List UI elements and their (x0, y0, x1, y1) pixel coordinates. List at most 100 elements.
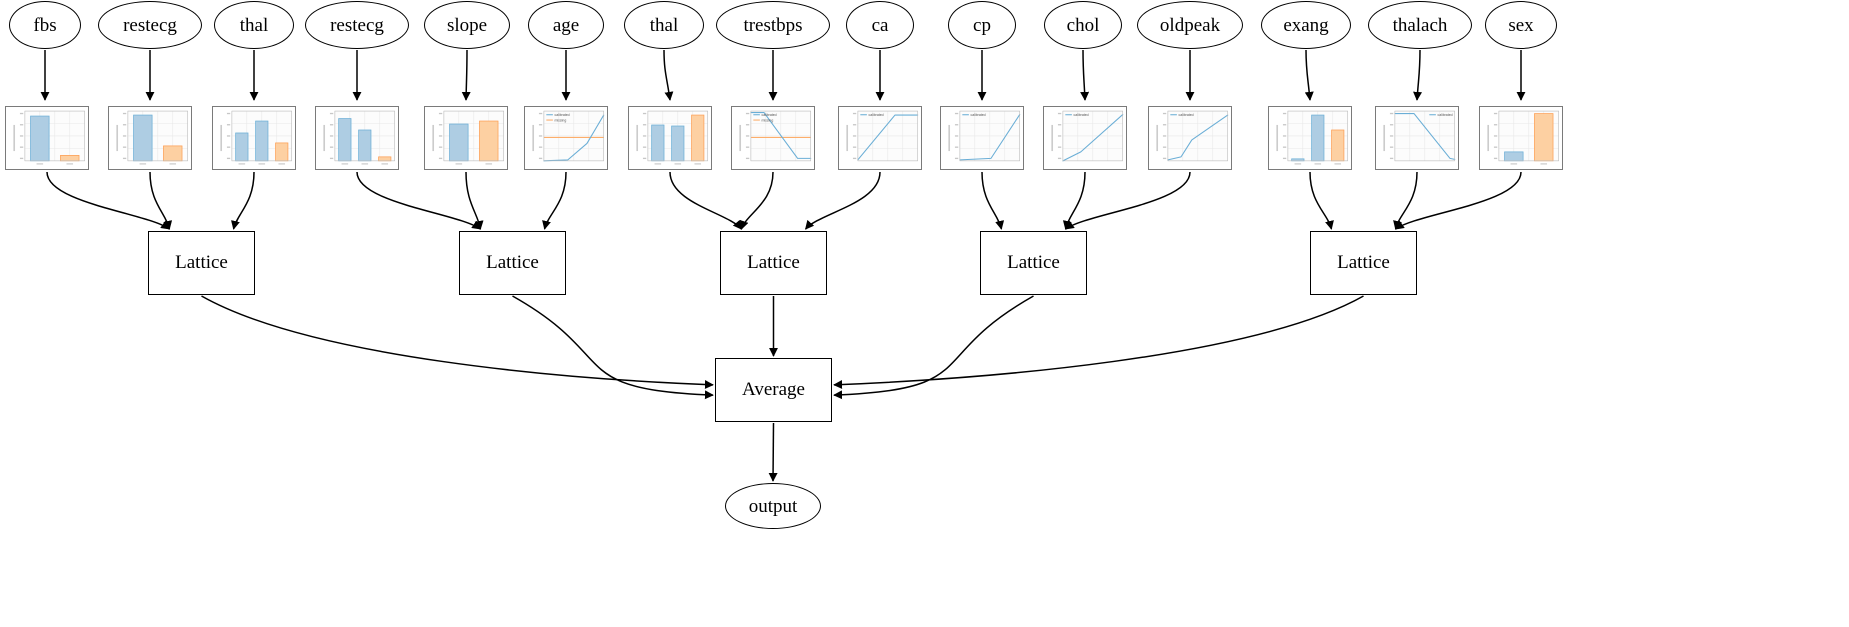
bar (1331, 129, 1345, 162)
lattice-node-0[interactable]: Lattice (148, 231, 255, 295)
lattice-node-label: Lattice (175, 252, 228, 273)
feature-node-restecg[interactable]: restecg (98, 1, 202, 49)
calibrated-line (857, 114, 919, 161)
edge-feature-to-calibrator-12 (1304, 49, 1314, 101)
lattice-node-2[interactable]: Lattice (720, 231, 827, 295)
calibrated-line (543, 114, 605, 162)
feature-node-age[interactable]: age (528, 1, 604, 49)
calibrator-plot-canvas (323, 110, 396, 165)
feature-node-label: ca (871, 14, 889, 36)
edge-calibrator-to-lattice-7 (739, 171, 774, 230)
output-node[interactable]: output (725, 483, 821, 529)
feature-node-ca[interactable]: ca (846, 1, 914, 49)
bar (1534, 113, 1554, 162)
edge-lattice-to-average-1 (512, 295, 714, 400)
feature-node-thal[interactable]: thal (624, 1, 704, 49)
calibrator-plot-canvas: calibrated (846, 110, 919, 162)
bar (163, 145, 183, 162)
calibrated-line (959, 114, 1021, 161)
calibrator-plot-exang-12 (1268, 106, 1352, 170)
edge-calibrator-to-lattice-6 (669, 171, 742, 230)
edge-calibrator-to-lattice-9 (981, 171, 1005, 230)
bar (449, 123, 469, 162)
edge-feature-to-calibrator-4 (461, 49, 471, 101)
calibrator-plot-canvas (1487, 110, 1560, 165)
calibrator-plot-canvas (636, 110, 709, 165)
feature-node-exang[interactable]: exang (1261, 1, 1351, 49)
calibrator-plot-canvas (13, 110, 86, 165)
legend-label: calibrated (1438, 113, 1453, 117)
legend-label: calibrated (869, 113, 884, 117)
feature-node-label: sex (1508, 14, 1534, 36)
feature-node-oldpeak[interactable]: oldpeak (1137, 1, 1243, 49)
edge-calibrator-to-lattice-8 (805, 171, 881, 230)
legend-label: calibrated (762, 113, 777, 117)
lattice-node-3[interactable]: Lattice (980, 231, 1087, 295)
feature-node-label: chol (1066, 14, 1100, 36)
bar (1291, 158, 1305, 162)
edge-feature-to-calibrator-10 (1080, 49, 1090, 101)
feature-node-trestbps[interactable]: trestbps (716, 1, 830, 49)
lattice-node-label: Lattice (486, 252, 539, 273)
edge-calibrator-to-lattice-3 (356, 171, 482, 230)
legend-label: calibrated (555, 113, 570, 117)
feature-node-thal[interactable]: thal (214, 1, 294, 49)
calibrator-plot-fbs-0 (5, 106, 89, 170)
feature-node-restecg[interactable]: restecg (305, 1, 409, 49)
bar (60, 155, 80, 162)
calibrator-plot-thal-2 (212, 106, 296, 170)
legend-label: missing (555, 118, 567, 122)
feature-node-cp[interactable]: cp (948, 1, 1016, 49)
feature-node-fbs[interactable]: fbs (9, 1, 81, 49)
edge-feature-to-calibrator-6 (663, 49, 674, 101)
edge-lattice-to-average-3 (833, 295, 1034, 400)
feature-node-label: slope (446, 14, 488, 36)
bar (358, 129, 372, 162)
bar (651, 124, 665, 162)
edge-calibrator-to-lattice-11 (1064, 171, 1191, 230)
edge-lattice-to-average-4 (833, 295, 1364, 390)
calibrator-plot-canvas: calibrated (1051, 110, 1124, 162)
calibrator-plot-canvas: calibrated (948, 110, 1021, 162)
edge-lattice-to-average-0 (201, 295, 714, 390)
calibrator-plot-restecg-3 (315, 106, 399, 170)
lattice-node-1[interactable]: Lattice (459, 231, 566, 295)
feature-node-chol[interactable]: chol (1044, 1, 1122, 49)
lattice-node-4[interactable]: Lattice (1310, 231, 1417, 295)
legend-label: calibrated (1179, 113, 1194, 117)
bar (255, 120, 269, 162)
lattice-node-label: Lattice (1337, 252, 1390, 273)
lattice-node-label: Lattice (1007, 252, 1060, 273)
edge-calibrator-to-lattice-12 (1309, 171, 1334, 230)
calibrated-line (1167, 114, 1229, 161)
feature-node-label: restecg (330, 14, 384, 36)
bar (1504, 151, 1524, 162)
edge-calibrator-to-lattice-13 (1393, 171, 1418, 230)
average-node[interactable]: Average (715, 358, 832, 422)
feature-node-label: fbs (33, 14, 57, 36)
edge-calibrator-to-lattice-2 (231, 171, 255, 230)
legend-label: calibrated (1074, 113, 1089, 117)
average-node-label: Average (742, 379, 805, 400)
bar (691, 114, 705, 162)
feature-node-label: exang (1283, 14, 1329, 36)
feature-node-sex[interactable]: sex (1485, 1, 1557, 49)
calibrator-plot-slope-4 (424, 106, 508, 170)
edge-calibrator-to-lattice-10 (1062, 171, 1086, 230)
calibrator-plot-oldpeak-11: calibrated (1148, 106, 1232, 170)
lattice-node-label: Lattice (747, 252, 800, 273)
feature-node-slope[interactable]: slope (424, 1, 510, 49)
edge-calibrator-to-lattice-0 (46, 171, 171, 230)
bar (338, 118, 352, 162)
legend-label: calibrated (971, 113, 986, 117)
edge-feature-to-calibrator-13 (1413, 49, 1423, 101)
feature-node-thalach[interactable]: thalach (1368, 1, 1472, 49)
feature-node-label: thal (649, 14, 679, 36)
calibrator-plot-sex-14 (1479, 106, 1563, 170)
feature-node-label: cp (973, 14, 991, 36)
